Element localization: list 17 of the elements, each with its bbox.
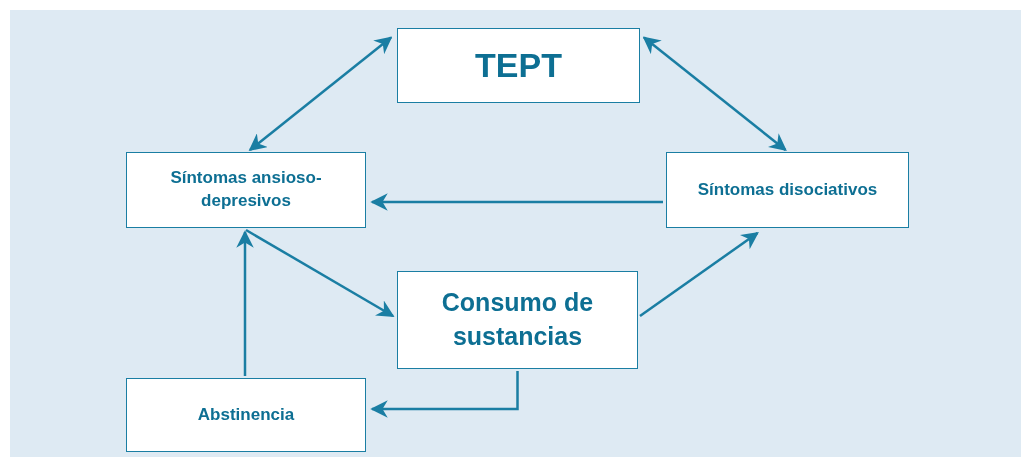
arrow [639, 231, 759, 318]
node-label: TEPT [475, 44, 562, 86]
process-box [126, 152, 366, 228]
arrow [370, 371, 519, 418]
arrow [245, 228, 395, 318]
node-label: Síntomas ansioso-depresivos [169, 167, 323, 212]
process-box [666, 152, 909, 228]
arrow [370, 193, 663, 211]
arrow [236, 230, 254, 376]
node-label: Síntomas disociativos [697, 178, 878, 201]
process-box [126, 378, 366, 452]
node-label: Abstinencia [197, 403, 295, 426]
node-label: Consumo de sustancias [440, 287, 595, 352]
arrow [248, 36, 393, 152]
process-box [397, 28, 640, 103]
arrow [642, 36, 787, 152]
process-box [397, 271, 638, 369]
